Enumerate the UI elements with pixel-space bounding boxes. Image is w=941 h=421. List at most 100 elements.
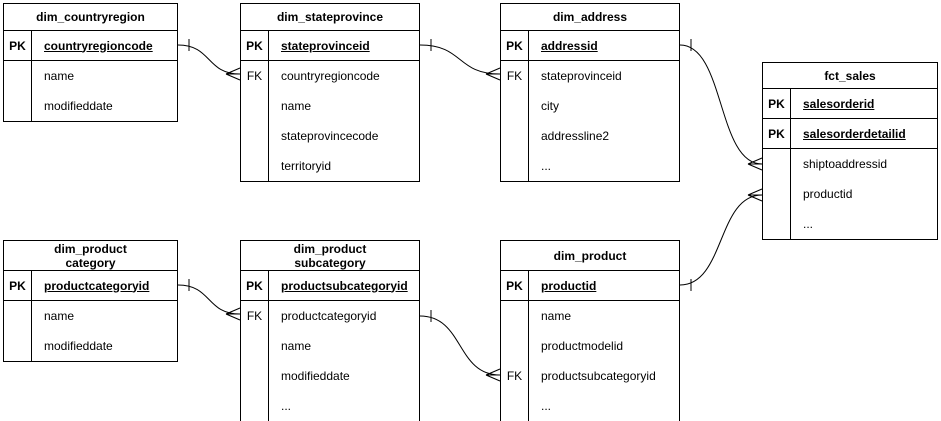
entity-row: FK productcategoryid <box>241 301 419 331</box>
key-badge-label: PK <box>9 38 26 53</box>
key-badge-fk: FK <box>241 301 269 331</box>
entity-row: ... <box>501 391 679 421</box>
field-name: shiptoaddressid <box>803 157 888 171</box>
entity-title: dim_product <box>501 241 679 271</box>
field-name: productid <box>541 278 597 293</box>
entity-row: territoryid <box>241 151 419 181</box>
field-name: productcategoryid <box>281 309 377 323</box>
key-badge-empty <box>763 209 791 239</box>
key-badge-label: PK <box>506 278 523 293</box>
entity-row: name <box>501 301 679 331</box>
key-badge-label: PK <box>246 38 263 53</box>
key-badge-empty <box>4 91 32 121</box>
field-cell: productcategoryid <box>32 271 177 300</box>
key-badge-empty <box>241 91 269 121</box>
edge-curve <box>177 284 241 315</box>
field-name: modifieddate <box>44 99 113 113</box>
field-name: stateprovincecode <box>281 129 379 143</box>
field-name: name <box>44 309 75 323</box>
field-cell: salesorderdetailid <box>791 119 937 148</box>
entity-title-line: subcategory <box>294 255 366 270</box>
field-name: ... <box>541 399 552 413</box>
entity-title-line: fct_sales <box>824 68 876 83</box>
field-cell: productid <box>529 271 679 300</box>
entity-row: addressline2 <box>501 121 679 151</box>
field-cell: salesorderid <box>791 89 937 118</box>
key-badge-pk: PK <box>501 31 529 60</box>
field-name: name <box>541 309 572 323</box>
field-cell: name <box>32 61 177 91</box>
relationship-edge-dim_address-fct_sales <box>679 39 763 171</box>
key-badge-empty <box>501 391 529 421</box>
field-cell: stateprovinceid <box>269 31 419 60</box>
relationship-edge-dim_countryregion-dim_stateprovince <box>177 39 241 81</box>
field-cell: modifieddate <box>32 91 177 121</box>
entity-row: productid <box>763 179 937 209</box>
field-cell: shiptoaddressid <box>791 149 937 179</box>
entity-title: dim_stateprovince <box>241 4 419 31</box>
entity-row: FK productsubcategoryid <box>501 361 679 391</box>
key-badge-empty <box>501 301 529 331</box>
entity-row: modifieddate <box>241 361 419 391</box>
field-cell: addressline2 <box>529 121 679 151</box>
edge-curve <box>177 44 241 75</box>
key-badge-empty <box>4 331 32 361</box>
entity-row: name <box>4 61 177 91</box>
key-badge-fk: FK <box>501 61 529 91</box>
entity-row: ... <box>501 151 679 181</box>
key-badge-pk: PK <box>763 89 791 118</box>
key-badge-fk: FK <box>241 61 269 91</box>
cardinality-many-crowfoot <box>747 157 763 171</box>
key-badge-empty <box>241 361 269 391</box>
field-name: modifieddate <box>44 339 113 353</box>
edge-curve <box>419 44 501 75</box>
relationship-edge-dim_productsubcategory-dim_product <box>419 310 501 382</box>
field-cell: productsubcategoryid <box>529 361 679 391</box>
entity-row: city <box>501 91 679 121</box>
field-cell: name <box>269 331 419 361</box>
field-name: stateprovinceid <box>541 69 622 83</box>
key-badge-empty <box>763 179 791 209</box>
field-cell: ... <box>529 391 679 421</box>
field-cell: countryregioncode <box>32 31 177 60</box>
entity-title-line: dim_product <box>553 248 627 263</box>
field-cell: productsubcategoryid <box>269 271 419 300</box>
entity-row: ... <box>241 391 419 421</box>
field-name: addressline2 <box>541 129 610 143</box>
cardinality-many-crowfoot <box>485 368 501 382</box>
entity-row: PK countryregioncode <box>4 31 177 61</box>
entity-row: modifieddate <box>4 331 177 361</box>
key-badge-pk: PK <box>763 119 791 148</box>
entity-row: ... <box>763 209 937 239</box>
entity-row: name <box>241 91 419 121</box>
key-badge-label: PK <box>246 278 263 293</box>
field-name: ... <box>541 159 552 173</box>
entity-title-line: category <box>65 255 116 270</box>
field-cell: productid <box>791 179 937 209</box>
key-badge-label: FK <box>246 309 263 323</box>
key-badge-pk: PK <box>241 271 269 300</box>
key-badge-empty <box>763 149 791 179</box>
relationship-edge-dim_stateprovince-dim_address <box>419 39 501 81</box>
field-cell: ... <box>791 209 937 239</box>
key-badge-label: PK <box>768 126 785 141</box>
key-badge-empty <box>501 121 529 151</box>
field-cell: name <box>32 301 177 331</box>
edge-curve <box>419 315 501 376</box>
edge-curve <box>679 194 763 286</box>
field-name: salesorderdetailid <box>803 126 906 141</box>
key-badge-label: FK <box>506 369 523 383</box>
field-name: name <box>281 339 312 353</box>
key-badge-empty <box>501 151 529 181</box>
field-name: productmodelid <box>541 339 624 353</box>
cardinality-many-crowfoot <box>747 188 763 202</box>
